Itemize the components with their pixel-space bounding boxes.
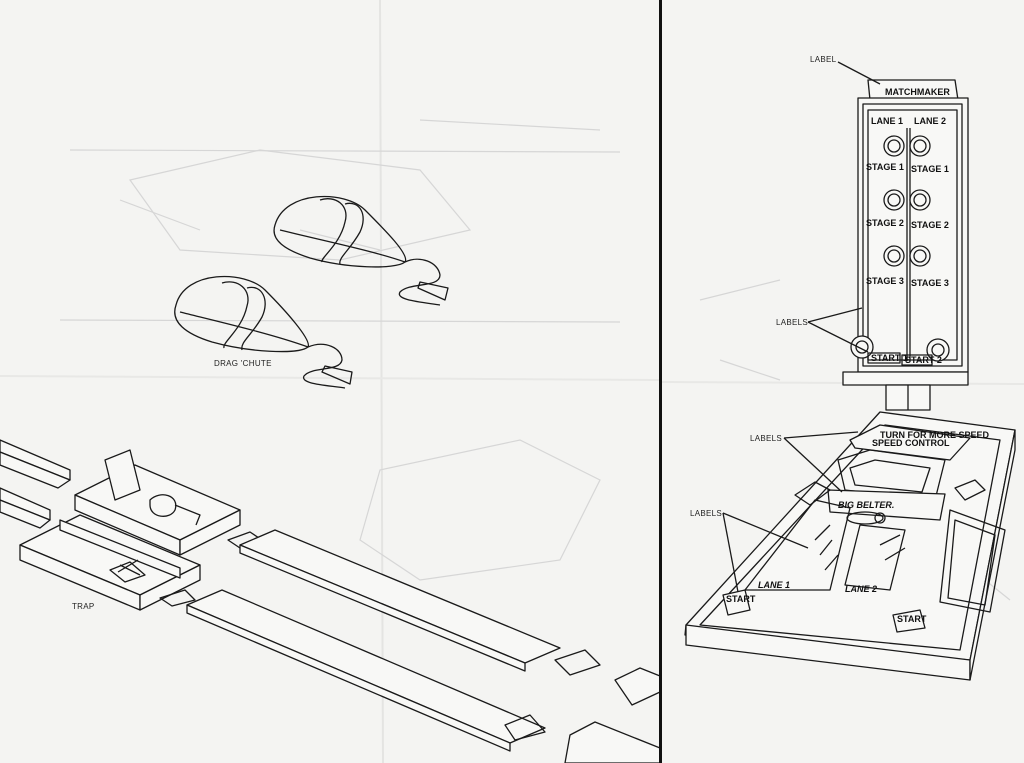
stage1-left: STAGE 1 — [866, 162, 904, 172]
callouts: LABEL LABELS LABELS LABELS — [690, 55, 881, 593]
stage3-right: STAGE 3 — [911, 278, 949, 288]
matchmaker-tower: MATCHMAKER LANE 1 LANE 2 STAGE 1 STAGE 1… — [842, 79, 969, 411]
labels-callout-tower: LABELS — [776, 318, 808, 327]
big-belter-logo: BIG BELTER. — [838, 500, 894, 510]
labels-callout-belter: LABELS — [750, 434, 782, 443]
lane2-header: LANE 2 — [914, 116, 946, 126]
speed-control-label: SPEED CONTROL — [872, 438, 950, 448]
page-divider — [659, 0, 662, 763]
labels-callout-start: LABELS — [690, 509, 722, 518]
big-belter-unit: SPEED CONTROL TURN FOR MORE SPEED BIG BE… — [684, 411, 1016, 681]
lane2-label: LANE 2 — [845, 584, 877, 594]
stage3-left: STAGE 3 — [866, 276, 904, 286]
lane1-label: LANE 1 — [758, 580, 790, 590]
matchmaker-brand: MATCHMAKER — [885, 87, 950, 97]
stage1-right: STAGE 1 — [911, 164, 949, 174]
start2-label: START 2 — [905, 355, 942, 365]
stage2-left: STAGE 2 — [866, 218, 904, 228]
speed-hint-label: TURN FOR MORE SPEED — [880, 430, 990, 440]
start-right-label: START — [897, 614, 927, 624]
start1-label: START 1 — [871, 353, 908, 363]
drag-chute-label: DRAG 'CHUTE — [214, 359, 272, 368]
start-left-label: START — [726, 594, 756, 604]
lane1-header: LANE 1 — [871, 116, 903, 126]
stage2-right: STAGE 2 — [911, 220, 949, 230]
trap-label: TRAP — [72, 602, 95, 611]
label-callout: LABEL — [810, 55, 837, 64]
track-segments: TRAP — [0, 439, 661, 763]
drag-chute-illustration: DRAG 'CHUTE — [174, 195, 449, 389]
